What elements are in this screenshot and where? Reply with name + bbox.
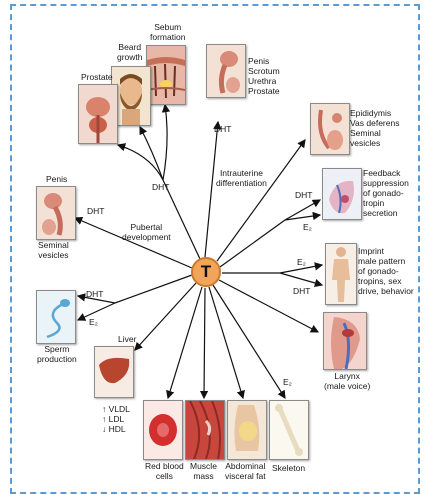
- arrow-rbc: [168, 287, 202, 398]
- label-e2-feedback: E₂: [303, 222, 312, 232]
- label-prostate: Prostate: [81, 72, 113, 82]
- label-dht-penis: DHT: [87, 206, 104, 216]
- label-dht-imprint: DHT: [293, 286, 310, 296]
- label-penis-left: Penis: [46, 174, 67, 184]
- label-seminal-left: Seminal vesicles: [38, 240, 69, 260]
- label-sebum: Sebum formation: [150, 22, 185, 42]
- label-larynx: Larynx (male voice): [324, 371, 370, 391]
- label-e2-imprint: E₂: [297, 257, 306, 267]
- label-dht-sperm: DHT: [86, 289, 103, 299]
- label-muscle: Muscle mass: [190, 461, 217, 481]
- arrow-muscle: [204, 288, 205, 398]
- label-imprint: Imprint male pattern of gonado- tropins,…: [358, 246, 414, 296]
- label-epididymis: Epididymis Vas deferens Seminal vesicles: [350, 108, 399, 148]
- sebum-image: [146, 45, 186, 105]
- prostate-image: [78, 84, 118, 144]
- label-liver: Liver: [118, 334, 136, 344]
- label-beard: Beard growth: [117, 42, 143, 62]
- arrow-abdominal: [209, 287, 243, 398]
- arrow-penis-top: [205, 122, 218, 257]
- arrow-imprint-dht: [280, 273, 322, 285]
- penis-scrotum-image: [206, 44, 246, 98]
- label-dht-feedback: DHT: [295, 190, 312, 200]
- testosterone-hub: T: [191, 257, 221, 287]
- label-rbc: Red blood cells: [145, 461, 184, 481]
- label-feedback: Feedback suppression of gonado- tropin s…: [363, 168, 409, 218]
- label-lipids: ↑ VLDL ↑ LDL ↓ HDL: [102, 404, 130, 434]
- skeleton-image: [269, 400, 309, 460]
- label-penis-scrotum: Penis Scrotum Urethra Prostate: [248, 56, 280, 96]
- label-sperm: Sperm production: [37, 344, 77, 364]
- arrow-beard: [140, 127, 163, 180]
- arrow-sperm-stem: [115, 275, 192, 303]
- arrow-epididymis: [217, 140, 305, 261]
- arrow-liver: [135, 283, 196, 350]
- label-intrauterine: Intrauterine differentiation: [216, 168, 267, 188]
- rbc-image: [143, 400, 183, 460]
- abdominal-fat-image: [227, 400, 267, 460]
- feedback-image: [322, 168, 362, 220]
- sperm-image: [36, 290, 76, 344]
- penis-left-image: [36, 186, 76, 240]
- arrow-sebum: [163, 105, 167, 180]
- imprint-image: [325, 243, 357, 305]
- epididymis-image: [310, 103, 350, 155]
- label-e2-skeleton: E₂: [283, 377, 292, 387]
- label-pubertal: Pubertal development: [122, 222, 171, 242]
- arrow-skeleton: [213, 285, 285, 398]
- liver-image: [94, 346, 134, 398]
- label-skeleton: Skeleton: [272, 463, 305, 473]
- label-dht-top-left: DHT: [152, 182, 169, 192]
- larynx-image: [323, 312, 367, 370]
- label-dht-top: DHT: [214, 124, 231, 134]
- muscle-image: [185, 400, 225, 460]
- label-e2-sperm: E₂: [89, 317, 98, 327]
- label-abdominal: Abdominal visceral fat: [225, 461, 266, 481]
